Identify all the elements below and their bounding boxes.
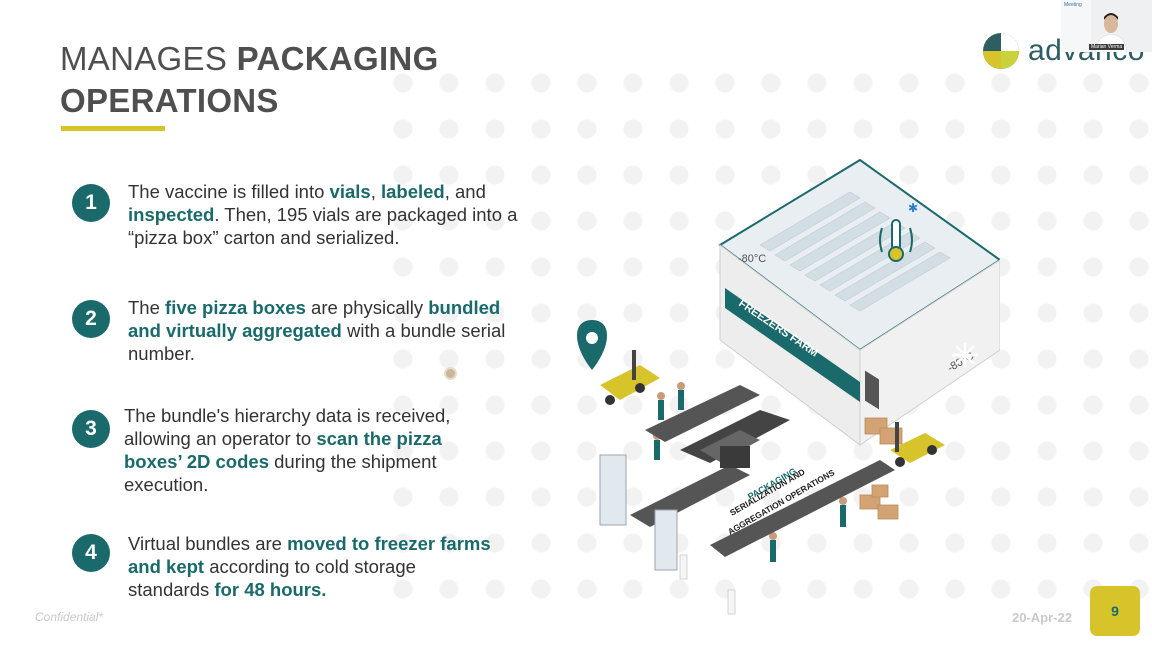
thermometer-icon: ✱ [879,201,918,262]
participant-name: Marian Verma [1089,44,1125,50]
item-3-text: The bundle's hierarchy data is received,… [124,405,451,495]
list-item-1: 1 The vaccine is filled into vials, labe… [72,180,538,249]
forklift-right [890,422,945,467]
snowflake-icon [952,343,978,367]
forklift-left [600,350,660,405]
confidential-footer: Confidential* [35,610,104,624]
item-2-text: The five pizza boxes are physically bund… [128,297,506,364]
temperature-label-1: -80°C [738,253,766,265]
number-badge-4: 4 [72,534,110,572]
location-pin-icon [577,320,607,370]
svg-text:✱: ✱ [908,201,918,215]
item-4-text: Virtual bundles are moved to freezer far… [128,533,491,600]
webcam-thumbnail[interactable]: Meeting Marian Verma [1061,0,1152,52]
mouse-cursor-indicator [444,367,457,380]
page-number-badge: 9 [1090,586,1140,636]
item-1-text: The vaccine is filled into vials, labele… [128,181,518,248]
number-badge-1: 1 [72,184,110,222]
number-badge-3: 3 [72,410,110,448]
slide-date: 20-Apr-22 [1012,610,1072,625]
advanco-logo-icon [983,33,1019,69]
meeting-label: Meeting [1064,2,1082,8]
freezer-farm-illustration: FREEZERS FARM -80°C -80°C ✱ [577,158,1000,615]
list-item-2: 2 The five pizza boxes are physically bu… [72,296,523,365]
number-badge-2: 2 [72,300,110,338]
title-underline [61,126,165,131]
list-item-4: 4 Virtual bundles are moved to freezer f… [72,532,498,601]
list-item-3: 3 The bundle's hierarchy data is receive… [72,404,504,496]
participant-video [1061,0,1152,52]
slide-title: MANAGES PACKAGING OPERATIONS [60,40,439,119]
